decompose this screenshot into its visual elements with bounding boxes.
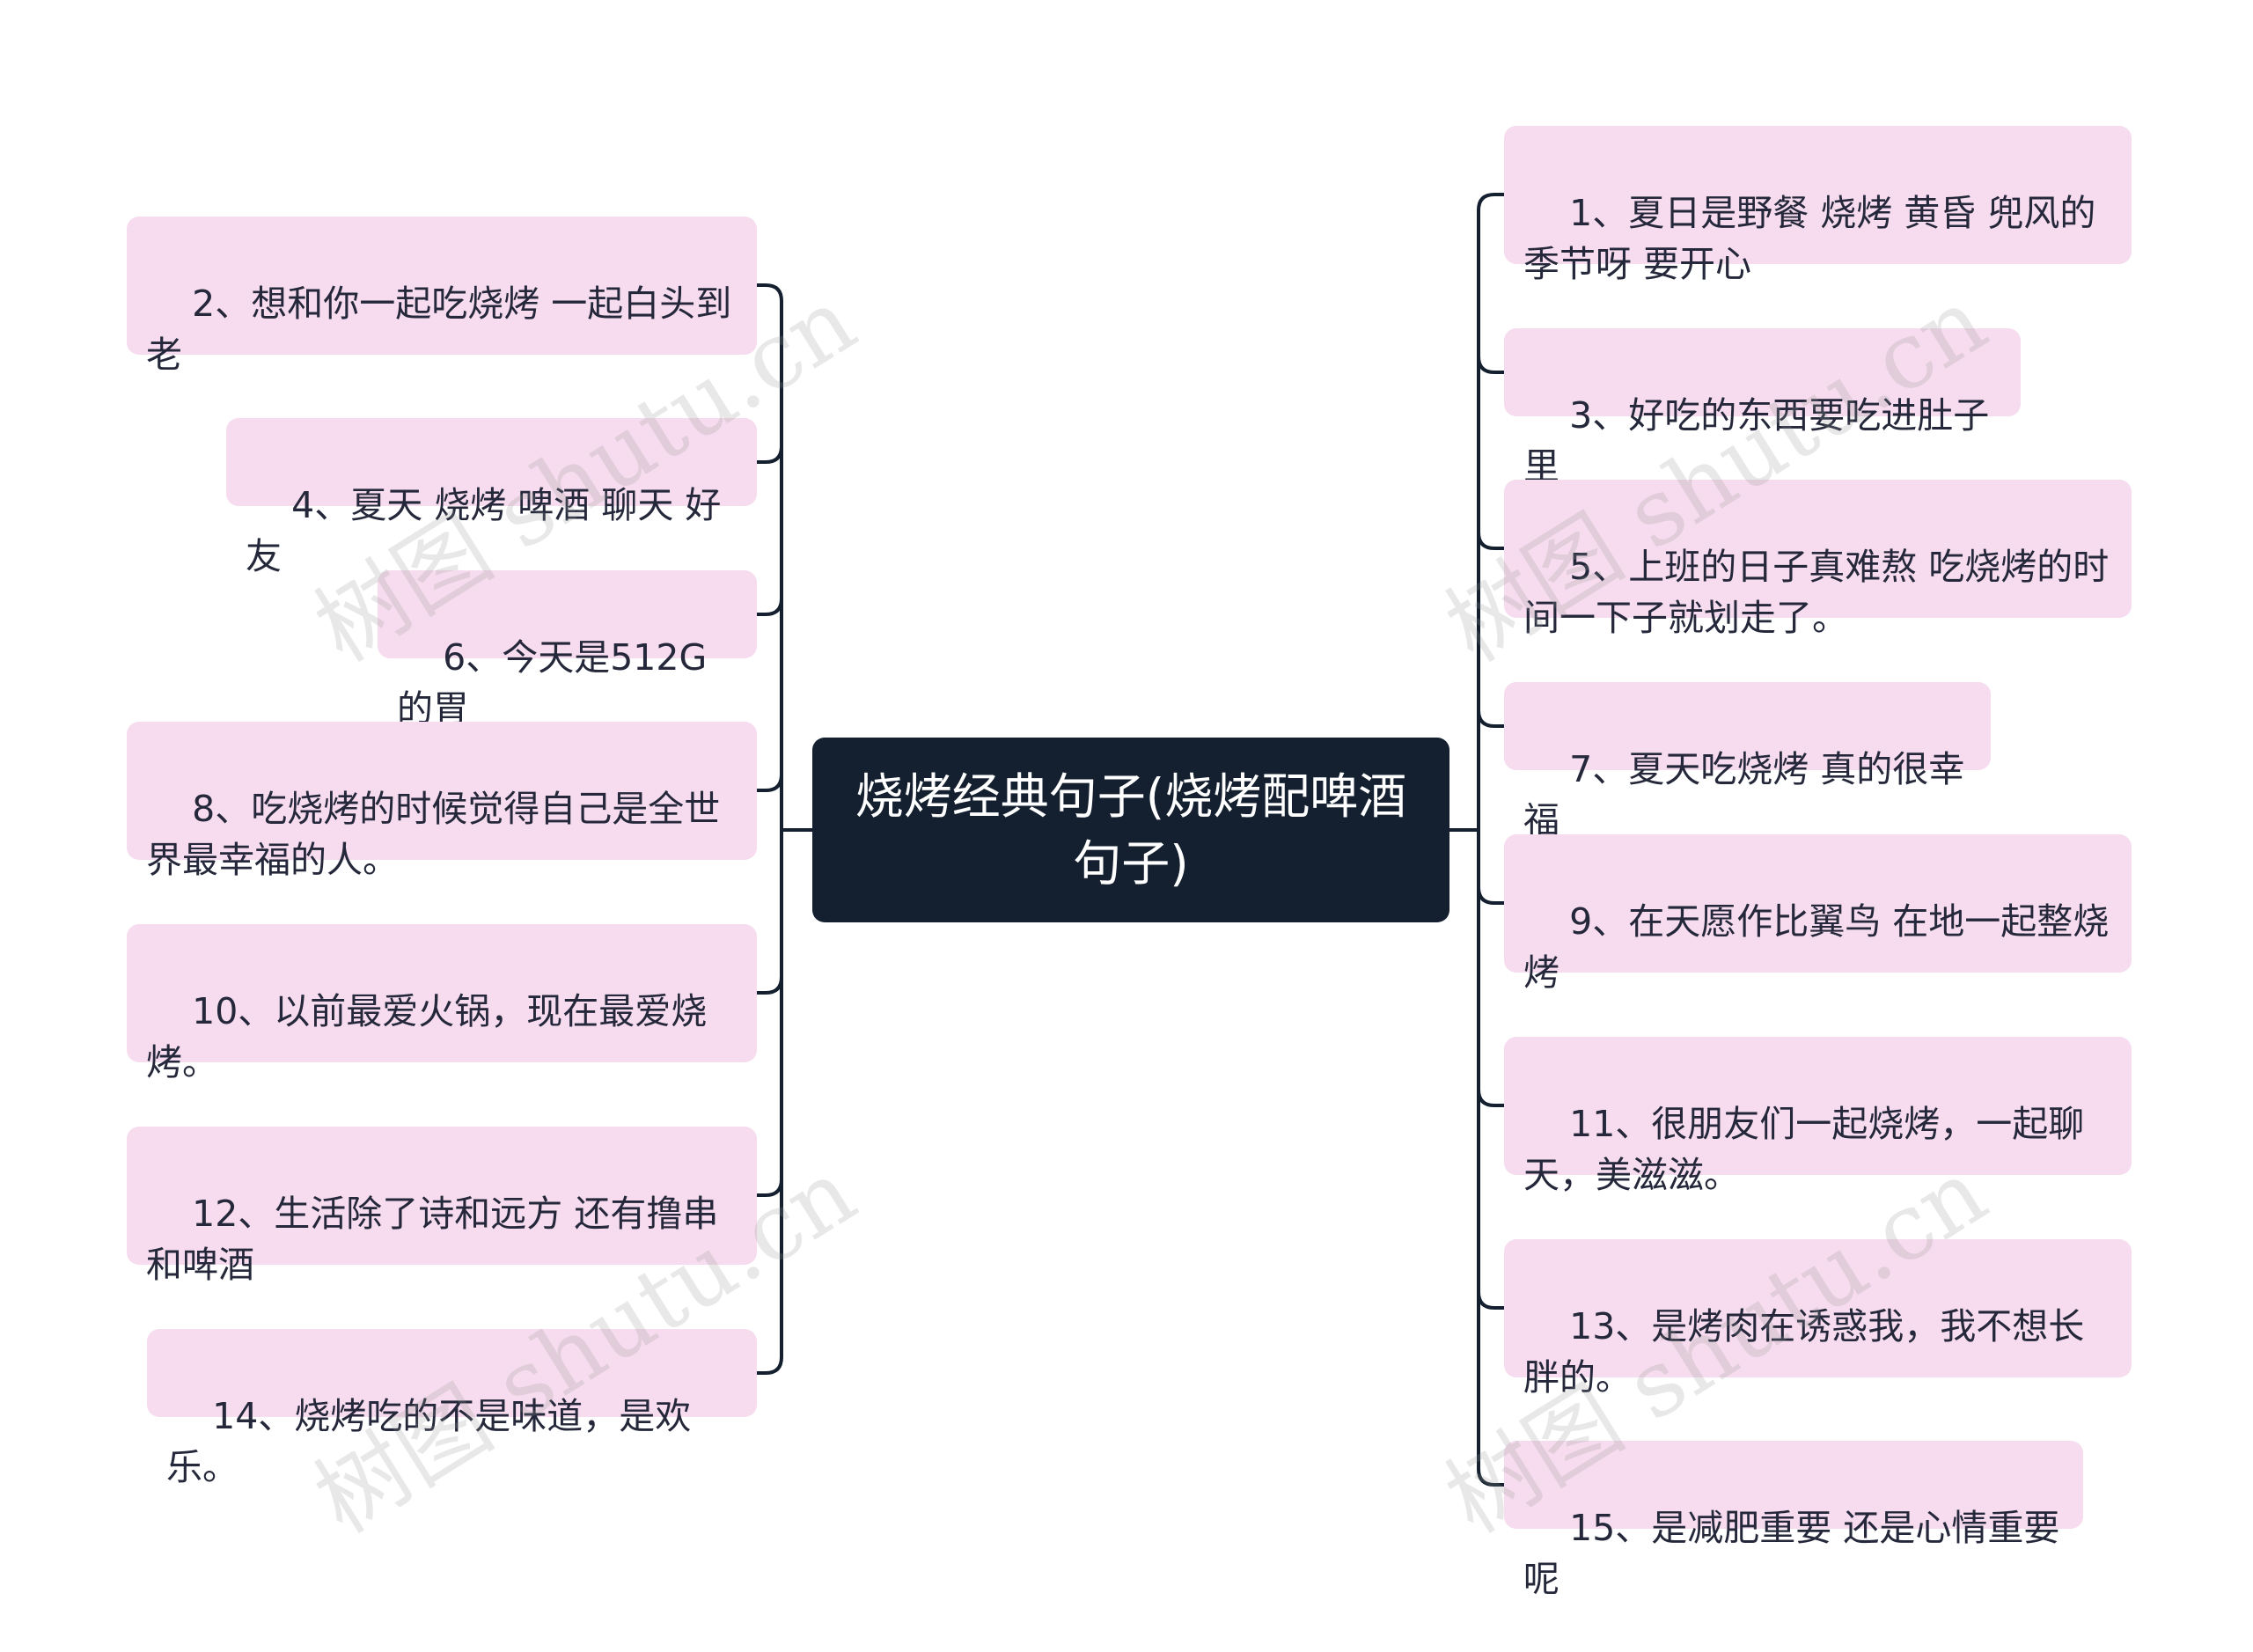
topic-label: 2、想和你一起吃烧烤 一起白头到老 xyxy=(146,283,732,376)
connector-left-branch xyxy=(755,1178,783,1197)
connector-right-branch xyxy=(1477,885,1506,905)
topic-label: 4、夏天 烧烤 啤酒 聊天 好友 xyxy=(246,484,722,577)
topic-label: 14、烧烤吃的不是味道，是欢乐。 xyxy=(166,1395,692,1488)
right-topic-8[interactable]: 15、是减肥重要 还是心情重要呢 xyxy=(1504,1441,2083,1600)
left-topic-2[interactable]: 4、夏天 烧烤 啤酒 聊天 好友 xyxy=(226,418,757,577)
topic-label: 8、吃烧烤的时候觉得自己是全世界最幸福的人。 xyxy=(146,788,721,881)
connector-right-branch xyxy=(1477,531,1506,550)
left-topic-1[interactable]: 2、想和你一起吃烧烤 一起白头到老 xyxy=(127,217,757,376)
topic-label: 5、上班的日子真难熬 吃烧烤的时间一下子就划走了。 xyxy=(1523,546,2110,639)
connector-left-branch xyxy=(755,283,783,303)
right-topic-1[interactable]: 1、夏日是野餐 烧烤 黄昏 兜风的季节呀 要开心 xyxy=(1504,126,2132,285)
topic-label: 1、夏日是野餐 烧烤 黄昏 兜风的季节呀 要开心 xyxy=(1523,192,2096,285)
connector-right-branch xyxy=(1477,1290,1506,1310)
connector-left-branch xyxy=(755,444,783,464)
topic-label: 13、是烤肉在诱惑我，我不想长胖的。 xyxy=(1523,1305,2085,1399)
topic-label: 7、夏天吃烧烤 真的很幸福 xyxy=(1523,748,1965,841)
right-topic-6[interactable]: 11、很朋友们一起烧烤，一起聊天，美滋滋。 xyxy=(1504,1037,2132,1196)
right-topic-7[interactable]: 13、是烤肉在诱惑我，我不想长胖的。 xyxy=(1504,1239,2132,1399)
topic-label: 10、以前最爱火锅，现在最爱烧烤。 xyxy=(146,990,708,1083)
topic-label: 6、今天是512G的胃 xyxy=(397,636,708,730)
topic-label: 11、很朋友们一起烧烤，一起聊天，美滋滋。 xyxy=(1523,1103,2085,1196)
root-topic[interactable]: 烧烤经典句子(烧烤配啤酒句子) xyxy=(812,738,1449,922)
connector-right-branch xyxy=(1477,1088,1506,1107)
connector-right-branch xyxy=(1477,709,1506,728)
connector-right-branch xyxy=(1477,1467,1506,1487)
right-topic-3[interactable]: 5、上班的日子真难熬 吃烧烤的时间一下子就划走了。 xyxy=(1504,480,2132,639)
topic-label: 15、是减肥重要 还是心情重要呢 xyxy=(1523,1507,2060,1600)
topic-label: 12、生活除了诗和远方 还有撸串和啤酒 xyxy=(146,1193,719,1286)
connector-left-branch xyxy=(755,597,783,616)
left-topic-7[interactable]: 14、烧烤吃的不是味道，是欢乐。 xyxy=(147,1329,757,1488)
left-topic-6[interactable]: 12、生活除了诗和远方 还有撸串和啤酒 xyxy=(127,1127,757,1286)
left-topic-4[interactable]: 8、吃烧烤的时候觉得自己是全世界最幸福的人。 xyxy=(127,722,757,881)
right-topic-5[interactable]: 9、在天愿作比翼鸟 在地一起整烧烤 xyxy=(1504,834,2132,994)
topic-label: 9、在天愿作比翼鸟 在地一起整烧烤 xyxy=(1523,900,2110,994)
connector-left-branch xyxy=(755,975,783,995)
connector-right-branch xyxy=(1477,193,1506,212)
connector-left-branch xyxy=(755,773,783,792)
left-topic-5[interactable]: 10、以前最爱火锅，现在最爱烧烤。 xyxy=(127,924,757,1083)
left-topic-3[interactable]: 6、今天是512G的胃 xyxy=(378,570,757,730)
root-topic-label: 烧烤经典句子(烧烤配啤酒句子) xyxy=(855,768,1407,892)
connector-right-branch xyxy=(1477,355,1506,374)
right-topic-2[interactable]: 3、好吃的东西要吃进肚子里 xyxy=(1504,328,2021,488)
right-topic-4[interactable]: 7、夏天吃烧烤 真的很幸福 xyxy=(1504,682,1991,841)
connector-left-branch xyxy=(755,1355,783,1375)
